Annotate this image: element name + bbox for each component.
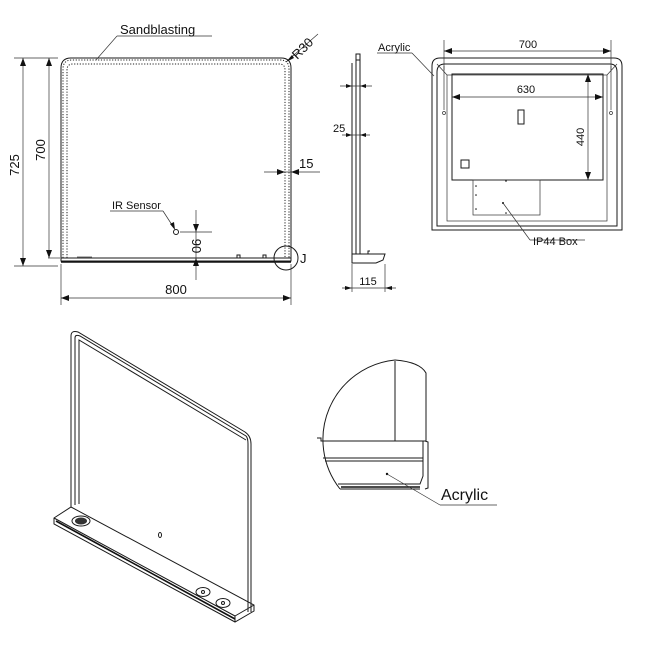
detail-ref-label: J <box>300 251 307 266</box>
hatch-width-dimension: 630 <box>517 84 535 96</box>
rear-acrylic-label: Acrylic <box>378 42 411 54</box>
front-view: Sandblasting R30 725 700 15 IR Sensor <box>7 22 320 305</box>
hatch-height-dimension: 440 <box>575 128 587 146</box>
thickness-dimension: 25 <box>333 123 345 135</box>
detail-acrylic-label: Acrylic <box>441 487 488 504</box>
rear-view: Acrylic 700 630 440 IP44 Box <box>377 39 623 248</box>
isometric-view <box>53 331 255 623</box>
ir-sensor-label: IR Sensor <box>112 200 161 212</box>
side-view: 25 115 <box>333 53 396 292</box>
detail-view: Acrylic <box>317 359 497 506</box>
sandblasting-label: Sandblasting <box>120 22 195 37</box>
rear-width-dimension: 700 <box>519 39 537 51</box>
ip44-box-label: IP44 Box <box>533 236 578 248</box>
sensor-offset-dimension: 90 <box>189 239 204 253</box>
height-mirror-dimension: 700 <box>33 139 48 161</box>
border-width-dimension: 15 <box>299 156 313 171</box>
height-total-dimension: 725 <box>7 154 22 176</box>
width-total-dimension: 800 <box>165 282 187 297</box>
shelf-depth-dimension: 115 <box>359 276 377 288</box>
